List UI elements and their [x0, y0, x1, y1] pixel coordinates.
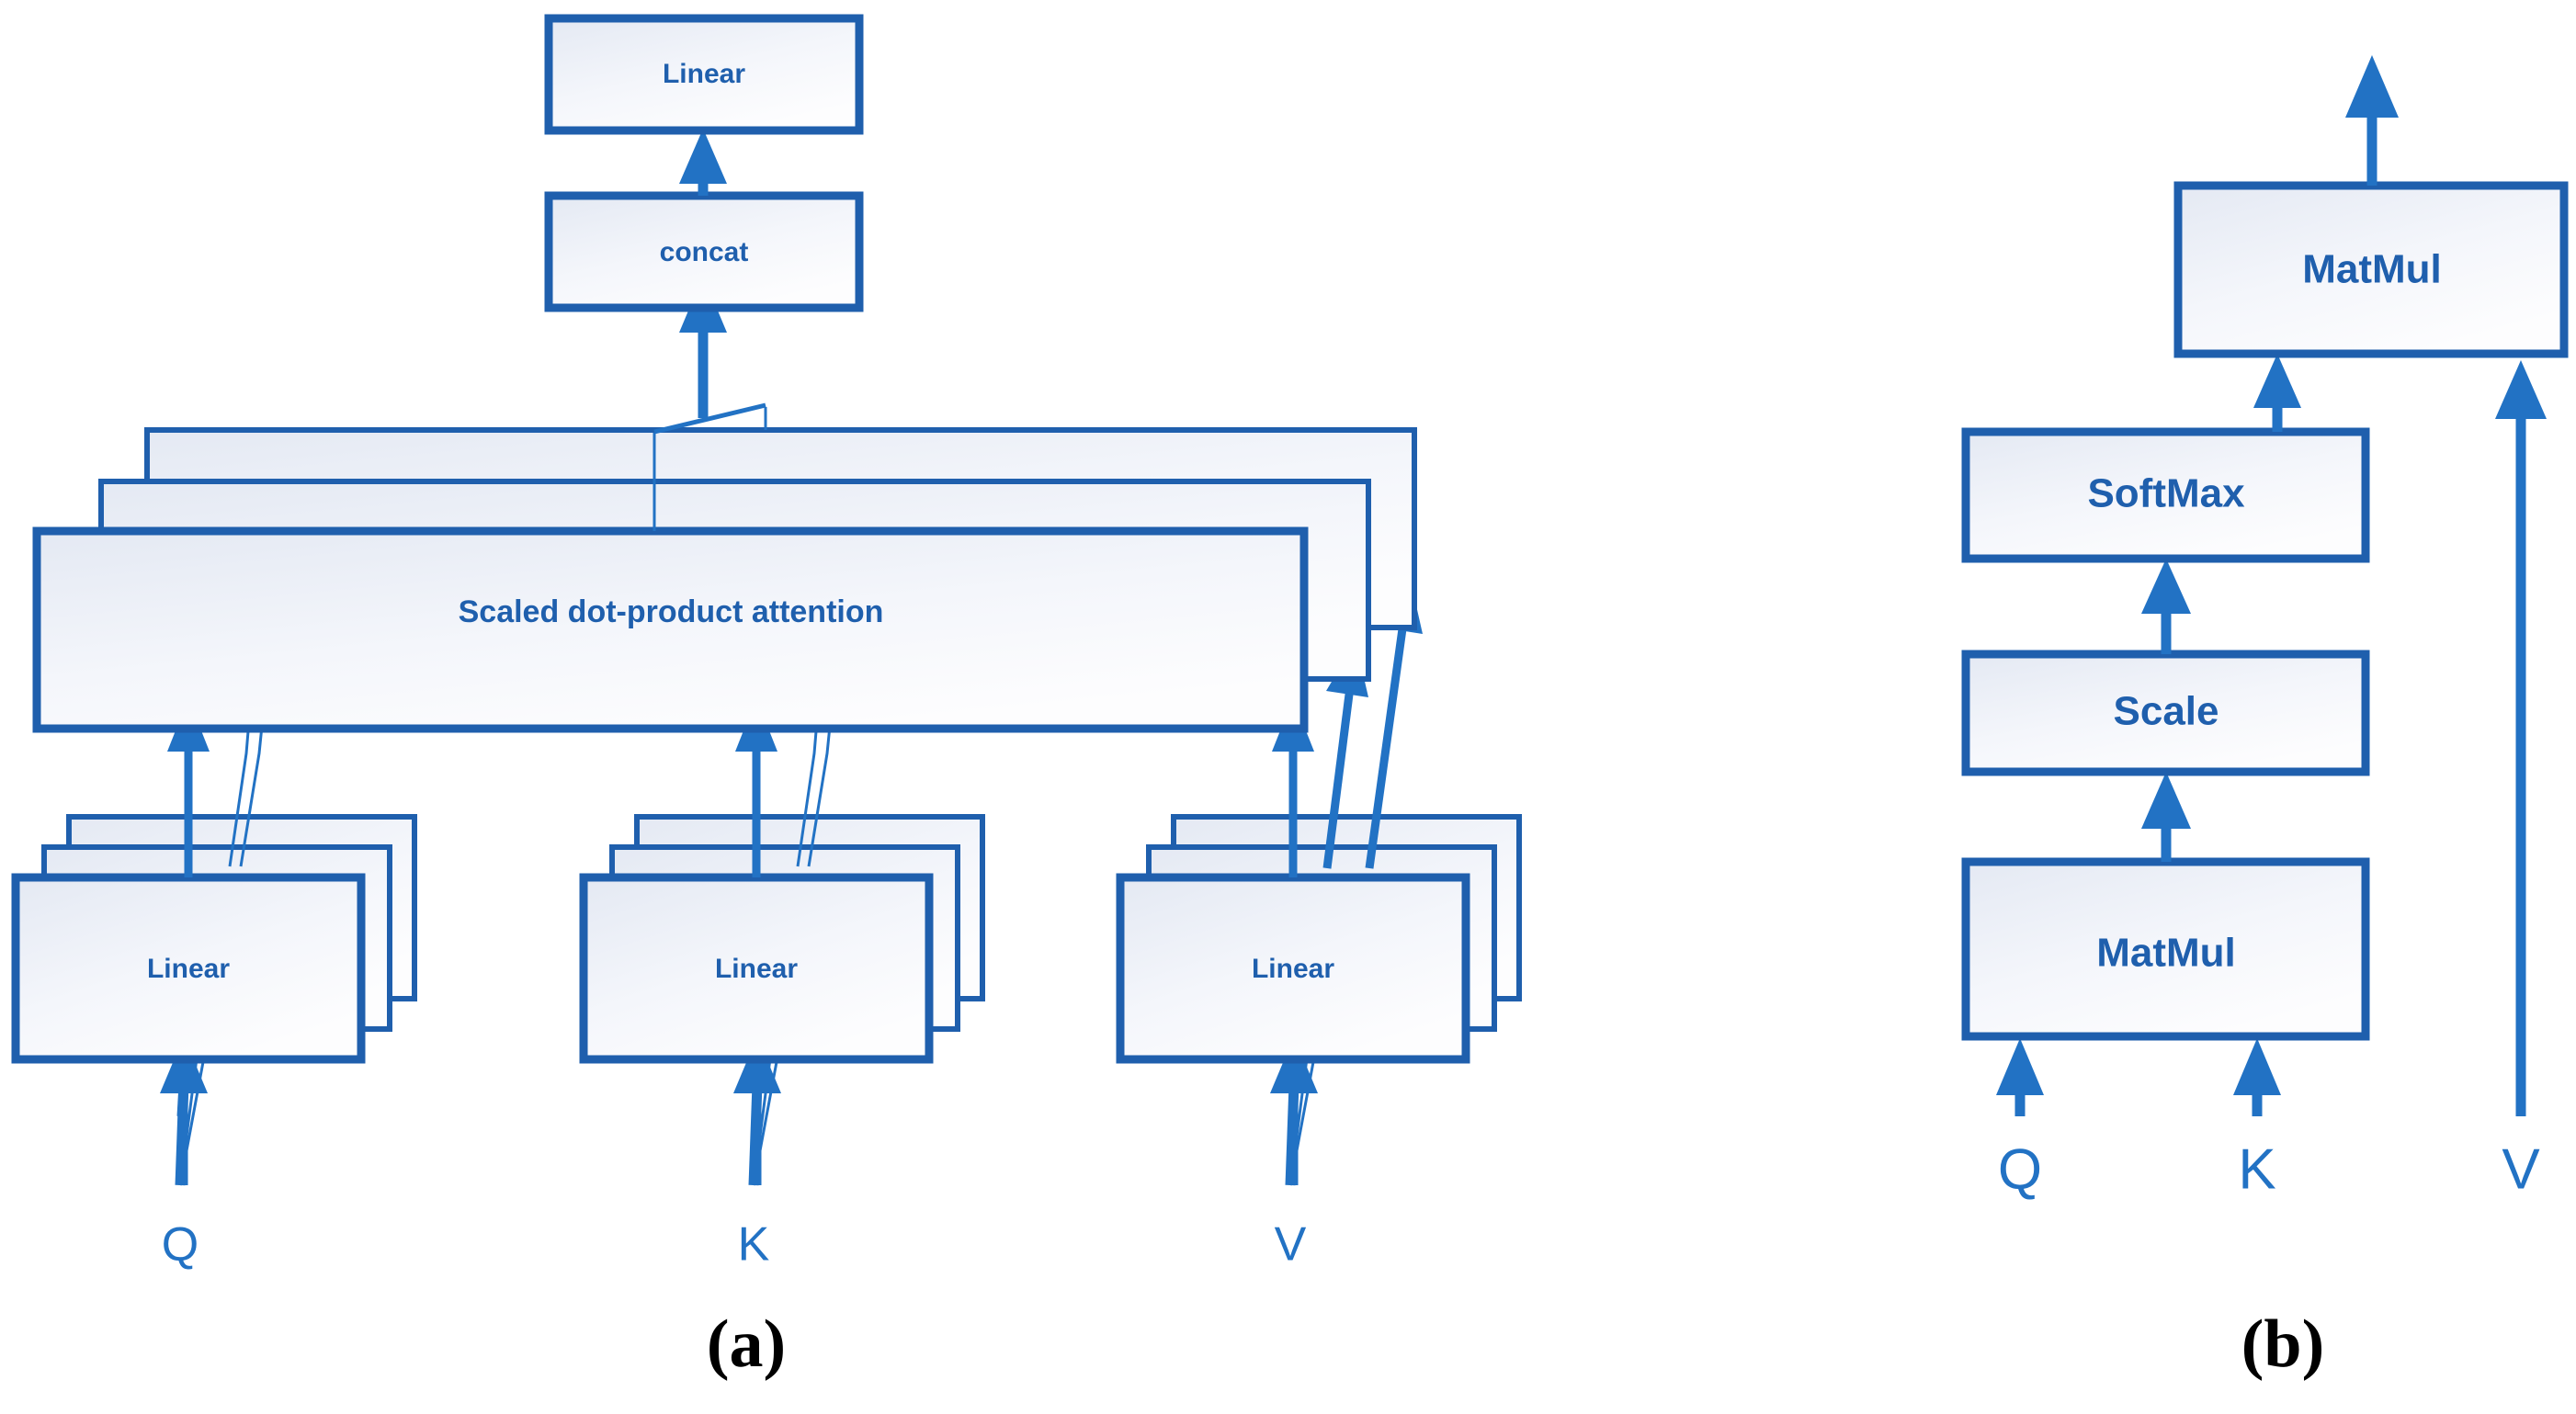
- input-label-v: V: [1275, 1218, 1307, 1272]
- linear-q-front[interactable]: [11, 873, 366, 1064]
- b-input-label-q: Q: [1998, 1137, 2042, 1201]
- b-scale-label: Scale: [2114, 689, 2219, 734]
- caption-panel-a: (a): [707, 1307, 786, 1382]
- linear-output-rect[interactable]: [544, 14, 864, 135]
- linear-stack-q[interactable]: Linear: [11, 814, 417, 1064]
- attention-stack[interactable]: Scaled dot-product attention: [32, 427, 1417, 733]
- b-arrow-softmax-to-matmul: [2253, 354, 2301, 432]
- linear-k-front[interactable]: [579, 873, 934, 1064]
- linear-output-label: Linear: [663, 59, 745, 89]
- panel-a: Q K V Linear Linear Linear: [11, 14, 1522, 1382]
- concat-label: concat: [660, 237, 749, 267]
- arrowhead-q-linear: [160, 1036, 208, 1093]
- b-arrow-scale-to-softmax: [2141, 559, 2191, 654]
- arrowhead-b-q: [1996, 1038, 2044, 1095]
- arrowhead-linear-out-in: [679, 129, 727, 184]
- linear-output-box[interactable]: Linear: [544, 14, 864, 135]
- arrowhead-b-matmul-top-in: [2253, 354, 2301, 408]
- b-input-label-k: K: [2238, 1137, 2275, 1201]
- b-softmax-box[interactable]: SoftMax: [1961, 427, 2370, 563]
- arrow-concat-to-linear: [679, 129, 727, 196]
- b-matmul-bottom-rect[interactable]: [1961, 857, 2370, 1041]
- b-arrow-v: [2495, 360, 2547, 1116]
- arrowhead-k-linear: [733, 1036, 781, 1093]
- attention-front[interactable]: [32, 526, 1309, 733]
- linear-v-label: Linear: [1252, 954, 1334, 984]
- b-softmax-rect[interactable]: [1961, 427, 2370, 563]
- linear-stack-v[interactable]: Linear: [1116, 814, 1522, 1064]
- arrowhead-b-scale-in: [2141, 772, 2191, 829]
- b-matmul-top-label: MatMul: [2302, 247, 2442, 292]
- b-matmul-top-box[interactable]: MatMul: [2173, 181, 2569, 358]
- b-matmul-top-rect[interactable]: [2173, 181, 2569, 358]
- arrowhead-b-k: [2233, 1038, 2281, 1095]
- b-scale-rect[interactable]: [1961, 650, 2370, 776]
- arrowhead-b-output: [2345, 55, 2399, 118]
- linear-q-label: Linear: [147, 954, 230, 984]
- caption-panel-b: (b): [2241, 1307, 2324, 1382]
- b-arrow-q: [1996, 1038, 2044, 1116]
- input-label-k: K: [738, 1218, 770, 1272]
- arrowhead-v-linear: [1270, 1036, 1318, 1093]
- input-label-q: Q: [162, 1218, 199, 1272]
- linear-stack-k[interactable]: Linear: [579, 814, 985, 1064]
- b-arrow-matmul-to-scale: [2141, 772, 2191, 862]
- arrowhead-b-v: [2495, 360, 2547, 419]
- b-input-label-v: V: [2502, 1137, 2540, 1201]
- concat-rect[interactable]: [544, 191, 864, 312]
- b-matmul-bottom-box[interactable]: MatMul: [1961, 857, 2370, 1041]
- attention-label: Scaled dot-product attention: [459, 594, 884, 629]
- b-matmul-bottom-label: MatMul: [2096, 931, 2236, 976]
- b-softmax-label: SoftMax: [2087, 471, 2245, 516]
- linear-k-label: Linear: [715, 954, 798, 984]
- b-arrow-k: [2233, 1038, 2281, 1116]
- concat-box[interactable]: concat: [544, 191, 864, 312]
- arrowhead-b-softmax-in: [2141, 559, 2191, 614]
- panel-b: Q K V MatMul Scale: [1961, 55, 2569, 1382]
- b-arrow-output: [2345, 55, 2399, 186]
- b-scale-box[interactable]: Scale: [1961, 650, 2370, 776]
